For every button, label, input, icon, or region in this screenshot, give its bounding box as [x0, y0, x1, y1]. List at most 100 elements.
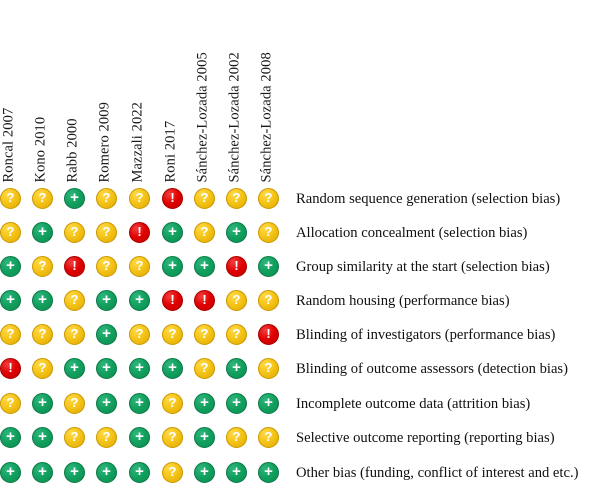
risk-cell-r7-c3[interactable]: ?	[96, 427, 117, 448]
risk-cell-r3-c6[interactable]: !	[194, 290, 215, 311]
risk-cell-r5-c2[interactable]: +	[64, 358, 85, 379]
risk-cell-r1-c0[interactable]: ?	[0, 222, 21, 243]
risk-cell-r5-c3[interactable]: +	[96, 358, 117, 379]
risk-cell-r5-c0[interactable]: !	[0, 358, 21, 379]
risk-cell-r0-c5[interactable]: !	[162, 188, 183, 209]
risk-cell-r5-c1[interactable]: ?	[32, 358, 53, 379]
risk-cell-r2-c3[interactable]: ?	[96, 256, 117, 277]
risk-cell-r2-c4[interactable]: ?	[129, 256, 150, 277]
risk-cell-r5-c5[interactable]: +	[162, 358, 183, 379]
low-risk-icon: +	[129, 290, 150, 311]
risk-cell-r0-c4[interactable]: ?	[129, 188, 150, 209]
low-risk-icon: +	[64, 188, 85, 209]
risk-cell-r8-c0[interactable]: +	[0, 462, 21, 483]
risk-cell-r8-c6[interactable]: +	[194, 462, 215, 483]
risk-cell-r0-c7[interactable]: ?	[226, 188, 247, 209]
risk-cell-r6-c0[interactable]: ?	[0, 393, 21, 414]
risk-cell-r6-c8[interactable]: +	[258, 393, 279, 414]
risk-cell-r0-c2[interactable]: +	[64, 188, 85, 209]
risk-cell-r1-c8[interactable]: ?	[258, 222, 279, 243]
risk-cell-r1-c2[interactable]: ?	[64, 222, 85, 243]
risk-cell-r4-c5[interactable]: ?	[162, 324, 183, 345]
risk-cell-r3-c1[interactable]: +	[32, 290, 53, 311]
risk-cell-r3-c0[interactable]: +	[0, 290, 21, 311]
risk-cell-r8-c4[interactable]: +	[129, 462, 150, 483]
risk-cell-r5-c4[interactable]: +	[129, 358, 150, 379]
risk-cell-r8-c8[interactable]: +	[258, 462, 279, 483]
column-header-2: Rabb 2000	[64, 117, 81, 182]
risk-cell-r6-c1[interactable]: +	[32, 393, 53, 414]
risk-cell-r8-c7[interactable]: +	[226, 462, 247, 483]
risk-cell-r0-c6[interactable]: ?	[194, 188, 215, 209]
unclear-risk-icon: ?	[32, 256, 53, 277]
risk-cell-r2-c1[interactable]: ?	[32, 256, 53, 277]
risk-cell-r5-c8[interactable]: ?	[258, 358, 279, 379]
risk-of-bias-grid: ?? +??!???? +??! +? +? +?!?? + +! + + +? + +!!????? +…	[0, 182, 290, 492]
risk-cell-r0-c8[interactable]: ?	[258, 188, 279, 209]
risk-cell-r6-c3[interactable]: +	[96, 393, 117, 414]
risk-cell-r6-c6[interactable]: +	[194, 393, 215, 414]
risk-cell-r8-c3[interactable]: +	[96, 462, 117, 483]
low-risk-icon: +	[129, 393, 150, 414]
risk-cell-r1-c7[interactable]: +	[226, 222, 247, 243]
risk-cell-r3-c3[interactable]: +	[96, 290, 117, 311]
risk-cell-r2-c5[interactable]: +	[162, 256, 183, 277]
risk-cell-r0-c0[interactable]: ?	[0, 188, 21, 209]
high-risk-icon: !	[64, 256, 85, 277]
risk-cell-r7-c2[interactable]: ?	[64, 427, 85, 448]
risk-cell-r4-c6[interactable]: ?	[194, 324, 215, 345]
risk-cell-r4-c0[interactable]: ?	[0, 324, 21, 345]
risk-cell-r4-c3[interactable]: +	[96, 324, 117, 345]
risk-cell-r6-c7[interactable]: +	[226, 393, 247, 414]
risk-cell-r6-c4[interactable]: +	[129, 393, 150, 414]
row-label-2: Group similarity at the start (selection…	[296, 258, 550, 275]
risk-cell-r7-c4[interactable]: +	[129, 427, 150, 448]
risk-cell-r7-c0[interactable]: +	[0, 427, 21, 448]
risk-cell-r3-c5[interactable]: !	[162, 290, 183, 311]
risk-cell-r2-c2[interactable]: !	[64, 256, 85, 277]
risk-glyph: +	[264, 463, 273, 480]
risk-cell-r8-c1[interactable]: +	[32, 462, 53, 483]
risk-cell-r4-c1[interactable]: ?	[32, 324, 53, 345]
risk-cell-r1-c5[interactable]: +	[162, 222, 183, 243]
risk-glyph: +	[38, 463, 47, 480]
unclear-risk-icon: ?	[0, 188, 21, 209]
risk-cell-r2-c6[interactable]: +	[194, 256, 215, 277]
risk-cell-r8-c5[interactable]: ?	[162, 462, 183, 483]
risk-cell-r1-c6[interactable]: ?	[194, 222, 215, 243]
risk-cell-r1-c4[interactable]: !	[129, 222, 150, 243]
risk-cell-r7-c6[interactable]: +	[194, 427, 215, 448]
risk-glyph: +	[38, 223, 47, 240]
risk-cell-r3-c8[interactable]: ?	[258, 290, 279, 311]
risk-cell-r2-c7[interactable]: !	[226, 256, 247, 277]
risk-cell-r4-c8[interactable]: !	[258, 324, 279, 345]
risk-glyph: +	[70, 189, 79, 206]
risk-cell-r7-c5[interactable]: ?	[162, 427, 183, 448]
risk-cell-r3-c2[interactable]: ?	[64, 290, 85, 311]
risk-cell-r1-c1[interactable]: +	[32, 222, 53, 243]
risk-cell-r0-c1[interactable]: ?	[32, 188, 53, 209]
risk-cell-r7-c1[interactable]: +	[32, 427, 53, 448]
risk-cell-r8-c2[interactable]: +	[64, 462, 85, 483]
risk-cell-r6-c5[interactable]: ?	[162, 393, 183, 414]
risk-cell-r4-c7[interactable]: ?	[226, 324, 247, 345]
risk-cell-r6-c2[interactable]: ?	[64, 393, 85, 414]
risk-cell-r7-c7[interactable]: ?	[226, 427, 247, 448]
risk-cell-r3-c4[interactable]: +	[129, 290, 150, 311]
risk-cell-r1-c3[interactable]: ?	[96, 222, 117, 243]
risk-cell-r3-c7[interactable]: ?	[226, 290, 247, 311]
risk-cell-r5-c6[interactable]: ?	[194, 358, 215, 379]
risk-cell-r4-c4[interactable]: ?	[129, 324, 150, 345]
risk-cell-r0-c3[interactable]: ?	[96, 188, 117, 209]
risk-cell-r5-c7[interactable]: +	[226, 358, 247, 379]
low-risk-icon: +	[129, 462, 150, 483]
low-risk-icon: +	[0, 256, 21, 277]
unclear-risk-icon: ?	[226, 324, 247, 345]
unclear-risk-icon: ?	[194, 358, 215, 379]
risk-cell-r4-c2[interactable]: ?	[64, 324, 85, 345]
risk-cell-r7-c8[interactable]: ?	[258, 427, 279, 448]
risk-cell-r2-c8[interactable]: +	[258, 256, 279, 277]
risk-cell-r2-c0[interactable]: +	[0, 256, 21, 277]
unclear-risk-icon: ?	[129, 256, 150, 277]
risk-glyph: +	[70, 359, 79, 376]
